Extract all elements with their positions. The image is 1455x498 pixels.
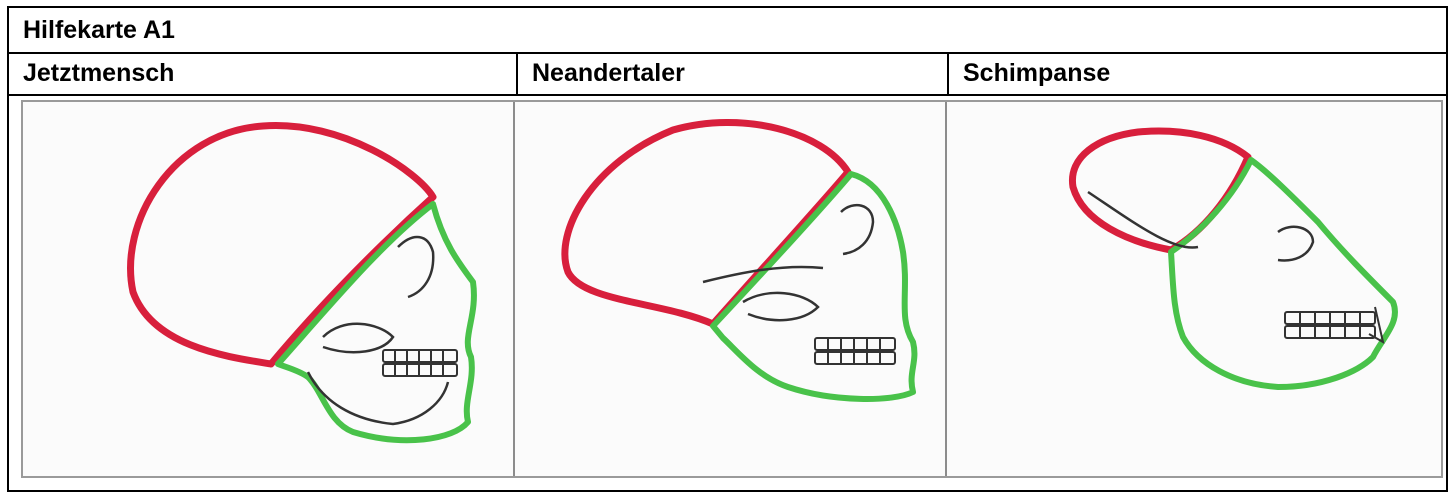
image-row [9,96,1446,490]
orbit-modern-human [398,237,433,297]
skull-cap-chimpanzee [1072,131,1248,250]
header-label-schimpanse: Schimpanse [963,59,1110,88]
header-divider-1 [516,54,518,96]
teeth-modern-human [383,350,457,376]
cheek-modern-human [323,324,393,352]
header-row: Jetztmensch Neandertaler Schimpanse [9,54,1446,96]
card-title: Hilfekarte A1 [23,16,175,45]
face-outline-chimpanzee [1171,160,1395,387]
header-divider-2 [947,54,949,96]
orbit-neanderthal [841,205,873,254]
skull-neanderthal [565,122,915,398]
skull-modern-human [131,126,474,441]
header-cell-jetztmensch: Jetztmensch [9,54,516,94]
jaw-modern-human [308,372,448,424]
header-label-neandertaler: Neandertaler [532,59,685,88]
help-card: Hilfekarte A1 Jetztmensch Neandertaler S… [7,6,1448,492]
skull-figure [21,100,1443,478]
teeth-neanderthal [815,338,895,364]
header-cell-schimpanse: Schimpanse [949,54,1446,94]
title-row: Hilfekarte A1 [9,8,1446,54]
teeth-chimpanzee [1285,307,1383,342]
skull-drawings [23,102,1441,476]
skull-chimpanzee [1072,131,1395,387]
orbit-chimpanzee [1278,227,1313,261]
header-cell-neandertaler: Neandertaler [518,54,947,94]
cheek-neanderthal [743,293,818,320]
header-label-jetztmensch: Jetztmensch [23,59,174,88]
